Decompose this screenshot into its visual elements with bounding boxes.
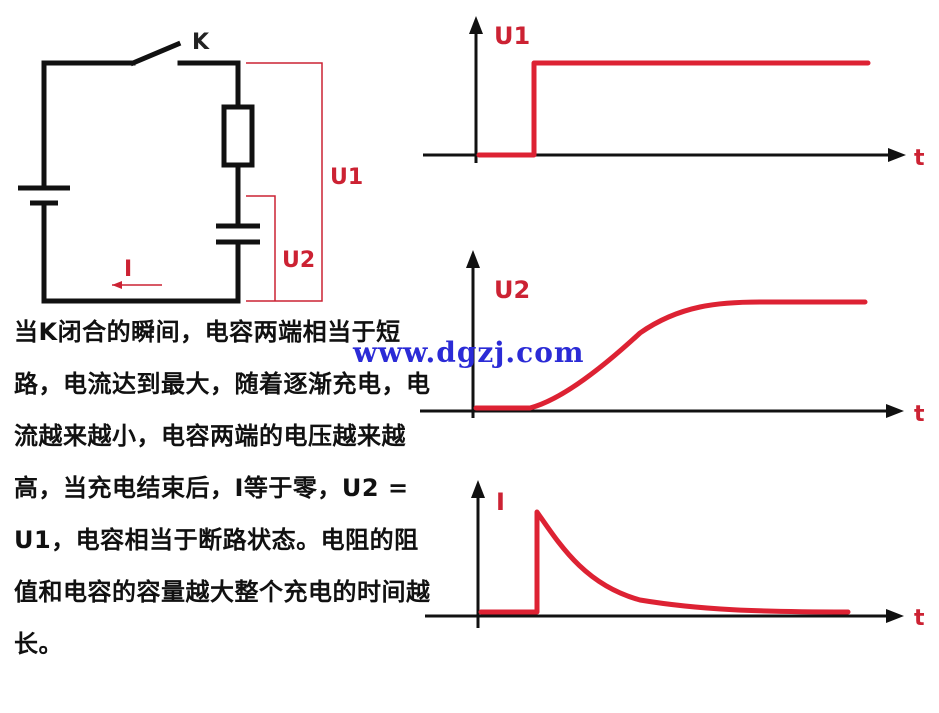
graph-i-axes <box>425 480 904 628</box>
u2-voltage-label: U2 <box>282 248 316 273</box>
graph-u2-label: U2 <box>494 276 531 304</box>
current-label: I <box>124 257 133 282</box>
graph-u1-label: U1 <box>494 22 531 50</box>
i-decay-curve <box>478 509 851 615</box>
switch-label: K <box>192 30 210 55</box>
graph-i-label: I <box>496 488 505 516</box>
graph-u1-time-label: t <box>914 146 925 171</box>
site-watermark: www.dgzj.com <box>353 336 585 369</box>
u2-charging-curve <box>473 299 868 411</box>
u1-voltage-label: U1 <box>330 165 364 190</box>
switch-blade <box>129 40 182 67</box>
current-arrow-head <box>112 281 122 289</box>
graph-u2-time-label: t <box>914 402 925 427</box>
explanation-text: 当K闭合的瞬间，电容两端相当于短路，电流达到最大，随着逐渐充电，电流越来越小，电… <box>14 318 431 658</box>
u2-bracket <box>246 195 276 301</box>
graph-u2-axes <box>420 250 904 418</box>
wire-top-right <box>177 60 241 110</box>
u1-bracket <box>246 62 323 302</box>
resistor <box>221 104 255 168</box>
graph-i-time-label: t <box>914 606 925 631</box>
u1-step-curve <box>476 60 871 158</box>
